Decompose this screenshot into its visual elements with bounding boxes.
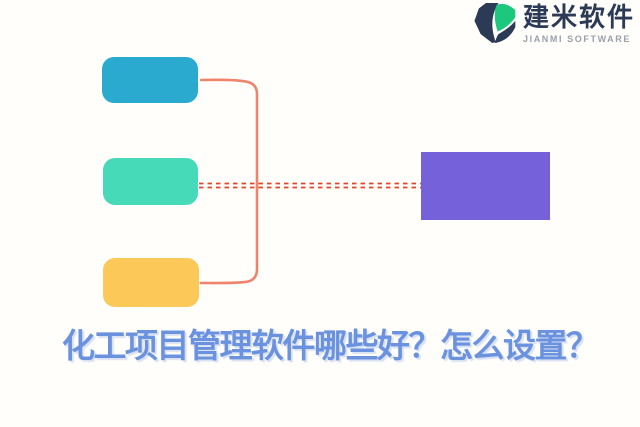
- dashed-connector: [199, 182, 421, 189]
- logo-icon-left-shape: [474, 3, 499, 44]
- flow-box-middle: [103, 158, 198, 205]
- flow-box-bottom: [103, 258, 199, 307]
- logo-text: 建米软件 JIANMI SOFTWARE: [523, 2, 635, 44]
- logo-subtitle: JIANMI SOFTWARE: [522, 34, 631, 45]
- logo-hexagon-leaf-icon: [474, 3, 516, 44]
- logo-name: 建米软件: [522, 2, 635, 32]
- logo-icon-bottom-shape: [494, 20, 516, 44]
- bracket-connector: [199, 78, 259, 285]
- flow-box-top: [102, 57, 198, 103]
- result-box: [421, 152, 550, 220]
- logo: 建米软件 JIANMI SOFTWARE: [470, 2, 635, 45]
- page-heading: 化工项目管理软件哪些好？怎么设置？: [62, 327, 599, 364]
- logo-icon-leaf-shape: [494, 3, 516, 32]
